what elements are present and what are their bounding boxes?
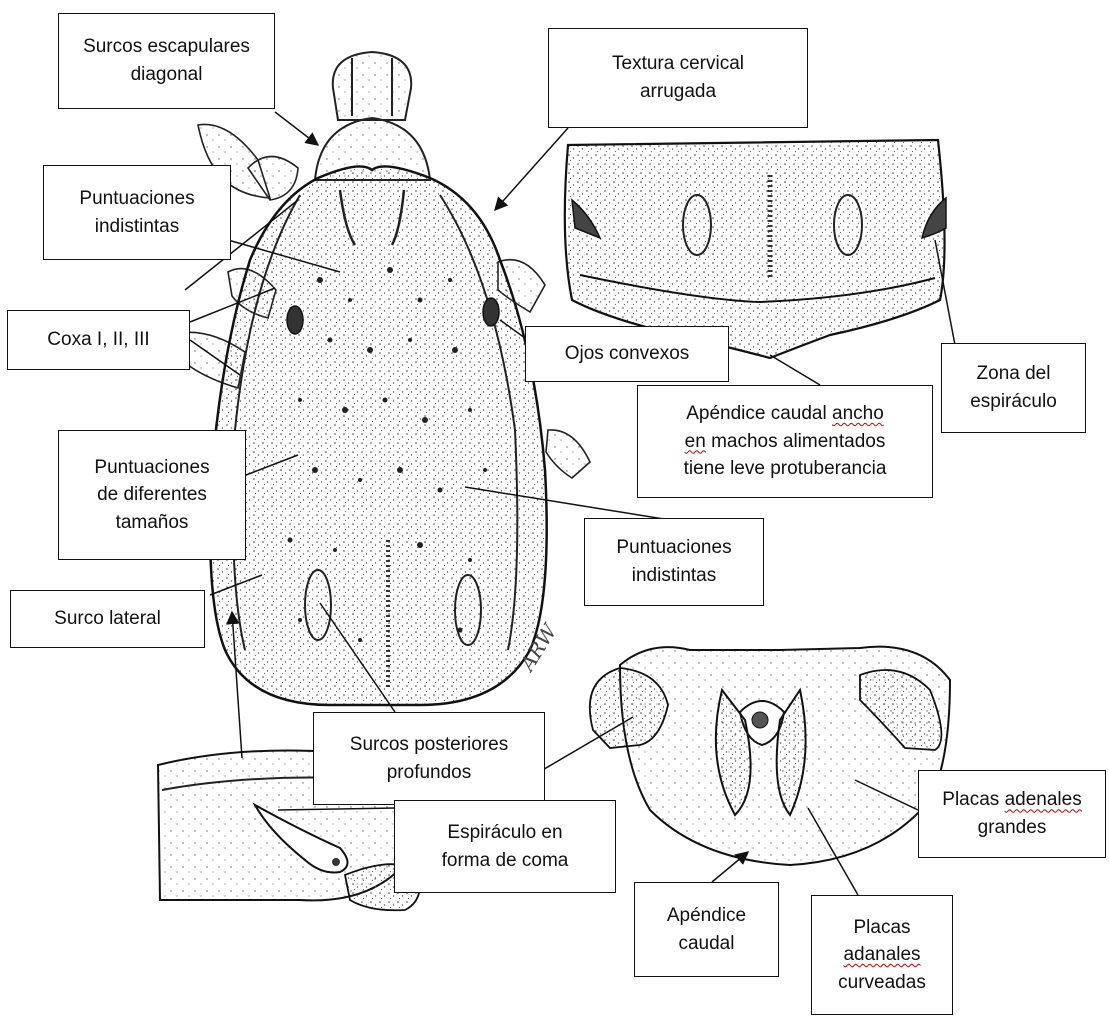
label-zona-espiraculo: Zona del espiráculo [941, 343, 1086, 433]
label-apendice-caudal-ancho: Apéndice caudal ancho en machos alimenta… [637, 385, 933, 498]
label-puntuaciones-tamanos: Puntuaciones de diferentes tamaños [58, 430, 246, 560]
eye-right [483, 298, 499, 326]
label-puntuaciones-indistintas-mid: Puntuaciones indistintas [584, 518, 764, 606]
label-surcos-posteriores: Surcos posteriores profundos [313, 712, 545, 805]
label-placas-adanales-line3: curveadas [838, 969, 926, 997]
label-placas-adanales: Placas adanales curveadas [811, 895, 953, 1015]
label-apendice-caudal-ancho-line3: tiene leve protuberancia [684, 455, 887, 483]
label-ojos-convexos: Ojos convexos [525, 326, 729, 382]
label-surcos-escapulares: Surcos escapulares diagonal [58, 13, 275, 109]
label-textura-cervical: Textura cervical arrugada [548, 28, 808, 128]
label-placas-adenales: Placas adenales grandes [918, 770, 1106, 858]
capitulum [315, 52, 430, 180]
label-surco-lateral: Surco lateral [10, 590, 205, 648]
label-apendice-caudal: Apéndice caudal [634, 882, 779, 977]
eye-left [287, 306, 303, 334]
label-placas-adanales-line1: Placas [853, 914, 910, 942]
label-apendice-caudal-ancho-line1: Apéndice caudal ancho [686, 400, 884, 428]
scutum-body [210, 166, 547, 705]
label-coxa: Coxa I, II, III [7, 310, 190, 370]
label-espiraculo-coma: Espiráculo en forma de coma [394, 800, 616, 893]
label-puntuaciones-indistintas-top: Puntuaciones indistintas [43, 165, 231, 260]
label-apendice-caudal-ancho-line2: en machos alimentados [685, 428, 886, 456]
label-placas-adenales-line1: Placas adenales [942, 786, 1081, 814]
label-placas-adanales-line2: adanales [843, 941, 920, 969]
ventral-inset [590, 647, 950, 865]
label-placas-adenales-line2: grandes [978, 814, 1047, 842]
